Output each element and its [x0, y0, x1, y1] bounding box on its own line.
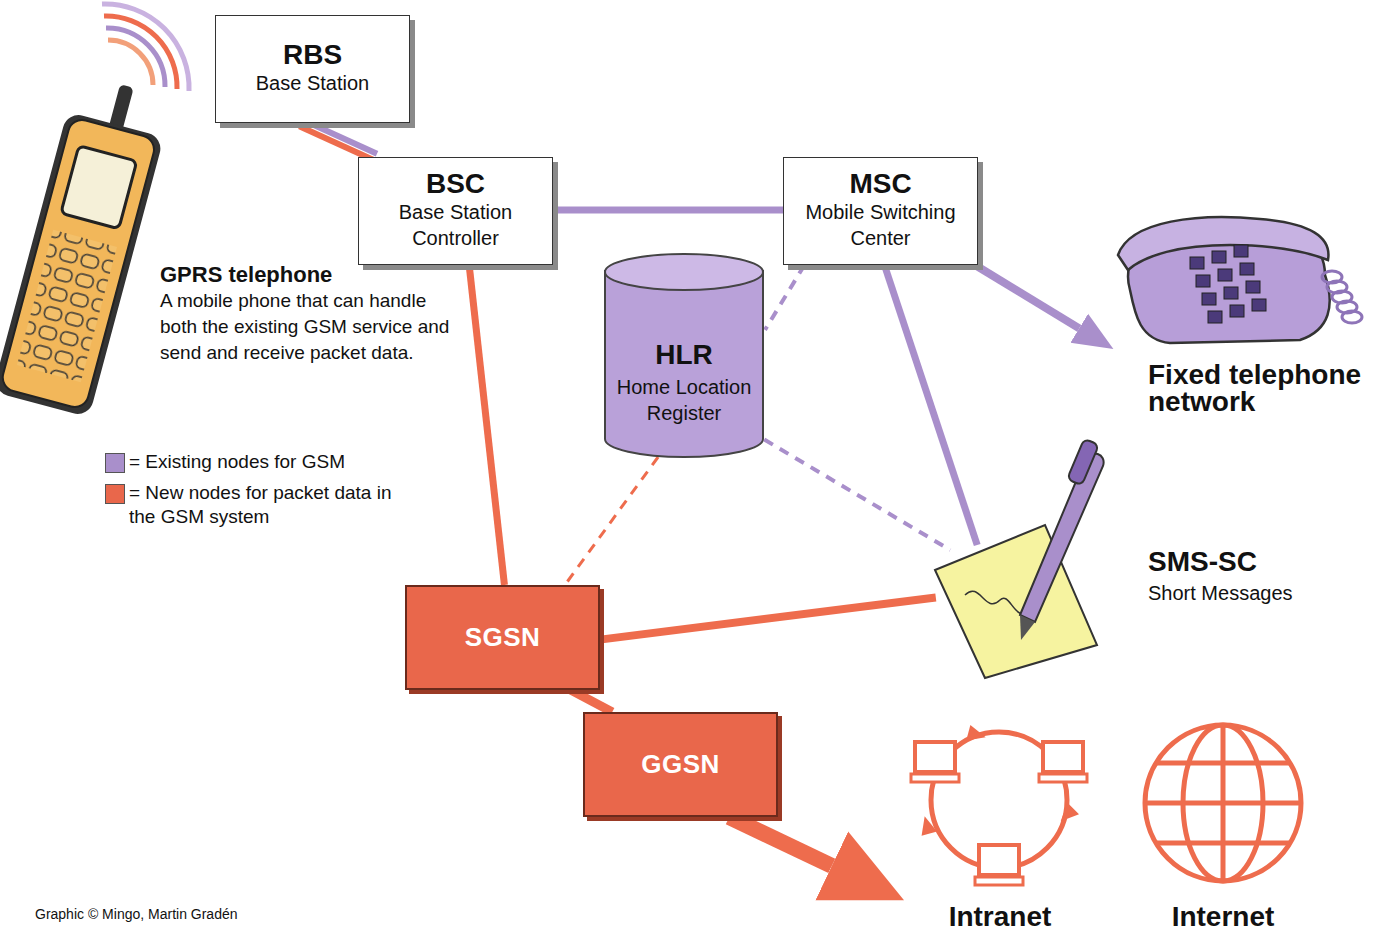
phone-key [1208, 311, 1222, 323]
pen [1020, 453, 1104, 622]
connector [749, 430, 950, 550]
node-subtitle: Home Location Register [607, 374, 761, 426]
connector-line [600, 598, 936, 640]
phone-key [1190, 257, 1204, 269]
connector [765, 265, 804, 330]
phone-key [1252, 299, 1266, 311]
node-title: SGSN [417, 623, 588, 652]
phone-key [1196, 275, 1210, 287]
phone-key [1240, 263, 1254, 275]
database-cylinder: HLRHome Location Register [603, 252, 765, 457]
connector [729, 817, 832, 866]
phone-key [1224, 287, 1238, 299]
connector [299, 120, 377, 160]
legend-row: = New nodes for packet data in the GSM s… [105, 481, 404, 530]
node-subtitle: Mobile Switching Center [794, 199, 967, 251]
mobile-phone [0, 73, 174, 418]
node-title: Fixed telephone network [1148, 362, 1393, 415]
connector-line [565, 457, 658, 585]
node-title: MSC [794, 169, 967, 200]
phone-key [1246, 281, 1260, 293]
connector-line [299, 126, 374, 160]
device-caption: GPRS telephoneA mobile phone that can ha… [160, 262, 450, 402]
connector-line [765, 265, 804, 330]
legend-swatch [105, 453, 125, 473]
phone-key [1212, 251, 1226, 263]
node-title: HLR [603, 340, 765, 371]
node-subtitle: A mobile phone that can handle both the … [160, 288, 450, 365]
node-illustration [925, 430, 1105, 680]
node-title: RBS [226, 40, 399, 71]
network-figure: Internet [1128, 712, 1318, 942]
connector [565, 457, 658, 585]
process-box: BSCBase Station Controller [358, 157, 553, 265]
connector-line [975, 265, 1079, 328]
computer-icon [975, 845, 1023, 885]
network-figure: Fixed telephone network [1105, 212, 1395, 422]
connector-line [749, 430, 950, 550]
phone-key [1230, 305, 1244, 317]
legend-text: = Existing nodes for GSM [129, 450, 404, 475]
node-illustration [907, 715, 1092, 890]
phone-handset [1118, 217, 1328, 270]
node-illustration [1110, 215, 1365, 347]
node-title: GPRS telephone [160, 262, 450, 288]
node-title: Internet [1128, 902, 1318, 933]
connector-line [553, 206, 783, 213]
phone-key [1218, 269, 1232, 281]
node-title: Intranet [895, 902, 1105, 933]
network-figure: Intranet [895, 712, 1105, 942]
connector [469, 265, 504, 585]
node-subtitle: Base Station Controller [369, 199, 542, 251]
node-title: GGSN [595, 750, 766, 779]
pen-cap [1067, 439, 1099, 486]
connector [553, 209, 783, 210]
ring-arrow [966, 725, 988, 745]
node-title: SMS-SC [1148, 547, 1318, 578]
ring-arrow [917, 814, 937, 836]
phone-key [1202, 293, 1216, 305]
gprs-node: GGSN [583, 712, 778, 817]
legend: = Existing nodes for GSM = New nodes for … [105, 450, 404, 536]
globe-icon [1145, 725, 1301, 881]
phone-cord [1342, 311, 1362, 323]
connector-line [884, 265, 977, 545]
connector-line [571, 690, 613, 712]
node-subtitle: Base Station [226, 70, 399, 96]
legend-swatch [105, 484, 125, 504]
process-box: MSCMobile Switching Center [783, 157, 978, 265]
credit-note: Graphic © Mingo, Martin Gradén [35, 906, 238, 922]
connector-line [302, 120, 377, 154]
connector [975, 265, 1079, 328]
connector [571, 690, 613, 712]
computer-icon [1039, 742, 1087, 782]
node-title: BSC [369, 169, 542, 200]
process-box: RBSBase Station [215, 15, 410, 123]
gprs-node: SGSN [405, 585, 600, 690]
cylinder-top [605, 254, 763, 290]
legend-text: = New nodes for packet data in the GSM s… [129, 481, 404, 530]
computer-icon [911, 742, 959, 782]
connector [884, 265, 977, 545]
notepad [935, 525, 1097, 678]
connector-line [729, 817, 832, 866]
node-subtitle: Short Messages [1148, 580, 1318, 606]
radio-waves [102, 4, 189, 91]
scribble [965, 591, 1030, 614]
connector [600, 598, 936, 640]
node-illustration [1138, 718, 1308, 888]
ring-arrow [1055, 803, 1079, 827]
legend-row: = Existing nodes for GSM [105, 450, 404, 475]
connector-line [469, 265, 504, 585]
phone-key [1234, 245, 1248, 257]
message-center: SMS-SCShort Messages [920, 425, 1320, 685]
pen-nib [1020, 615, 1035, 640]
